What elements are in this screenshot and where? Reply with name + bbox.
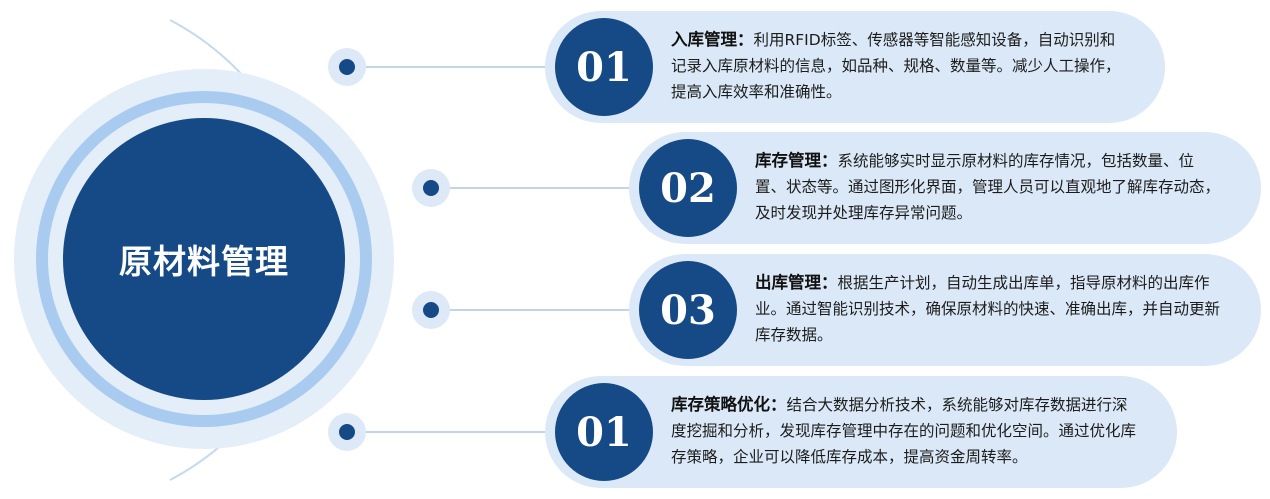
item-badge: 01 bbox=[555, 18, 653, 116]
item-text: 库存策略优化：结合大数据分析技术，系统能够对库存数据进行深度挖掘和分析，发现库存… bbox=[671, 392, 1137, 470]
item-number: 02 bbox=[660, 164, 716, 212]
item-badge: 02 bbox=[639, 139, 737, 237]
item-number: 01 bbox=[576, 408, 632, 456]
item-number: 03 bbox=[660, 286, 716, 334]
arc-node-4 bbox=[328, 413, 366, 451]
item-badge: 01 bbox=[555, 383, 653, 481]
item-title: 出库管理： bbox=[755, 273, 838, 292]
item-text: 入库管理：利用RFID标签、传感器等智能感知设备，自动识别和记录入库原材料的信息… bbox=[671, 27, 1125, 105]
arc-node-dot bbox=[423, 302, 439, 318]
item-body: 系统能够实时显示原材料的库存情况，包括数量、位置、状态等。通过图形化界面，管理人… bbox=[755, 152, 1221, 222]
item-body: 根据生产计划，自动生成出库单，指导原材料的出库作业。通过智能识别技术，确保原材料… bbox=[755, 274, 1221, 344]
arc-node-1 bbox=[328, 48, 366, 86]
item-title: 入库管理： bbox=[671, 30, 754, 49]
arc-node-3 bbox=[412, 291, 450, 329]
center-title: 原材料管理 bbox=[119, 242, 289, 281]
item-body: 结合大数据分析技术，系统能够对库存数据进行深度挖掘和分析，发现库存管理中存在的问… bbox=[671, 396, 1137, 466]
item-card-2: 02 库存管理：系统能够实时显示原材料的库存情况，包括数量、位置、状态等。通过图… bbox=[629, 132, 1261, 244]
item-text: 库存管理：系统能够实时显示原材料的库存情况，包括数量、位置、状态等。通过图形化界… bbox=[755, 148, 1221, 226]
item-title: 库存策略优化： bbox=[671, 395, 787, 414]
arc-node-dot bbox=[339, 424, 355, 440]
item-card-4: 01 库存策略优化：结合大数据分析技术，系统能够对库存数据进行深度挖掘和分析，发… bbox=[545, 376, 1177, 488]
item-body: 利用RFID标签、传感器等智能感知设备，自动识别和记录入库原材料的信息，如品种、… bbox=[671, 31, 1121, 101]
item-card-1: 01 入库管理：利用RFID标签、传感器等智能感知设备，自动识别和记录入库原材料… bbox=[545, 11, 1165, 123]
item-number: 01 bbox=[576, 43, 632, 91]
item-text: 出库管理：根据生产计划，自动生成出库单，指导原材料的出库作业。通过智能识别技术，… bbox=[755, 270, 1221, 348]
arc-node-2 bbox=[412, 169, 450, 207]
item-badge: 03 bbox=[639, 261, 737, 359]
item-card-3: 03 出库管理：根据生产计划，自动生成出库单，指导原材料的出库作业。通过智能识别… bbox=[629, 254, 1261, 366]
arc-node-dot bbox=[339, 59, 355, 75]
center-circle: 原材料管理 bbox=[63, 118, 345, 400]
arc-node-dot bbox=[423, 180, 439, 196]
item-title: 库存管理： bbox=[755, 151, 838, 170]
